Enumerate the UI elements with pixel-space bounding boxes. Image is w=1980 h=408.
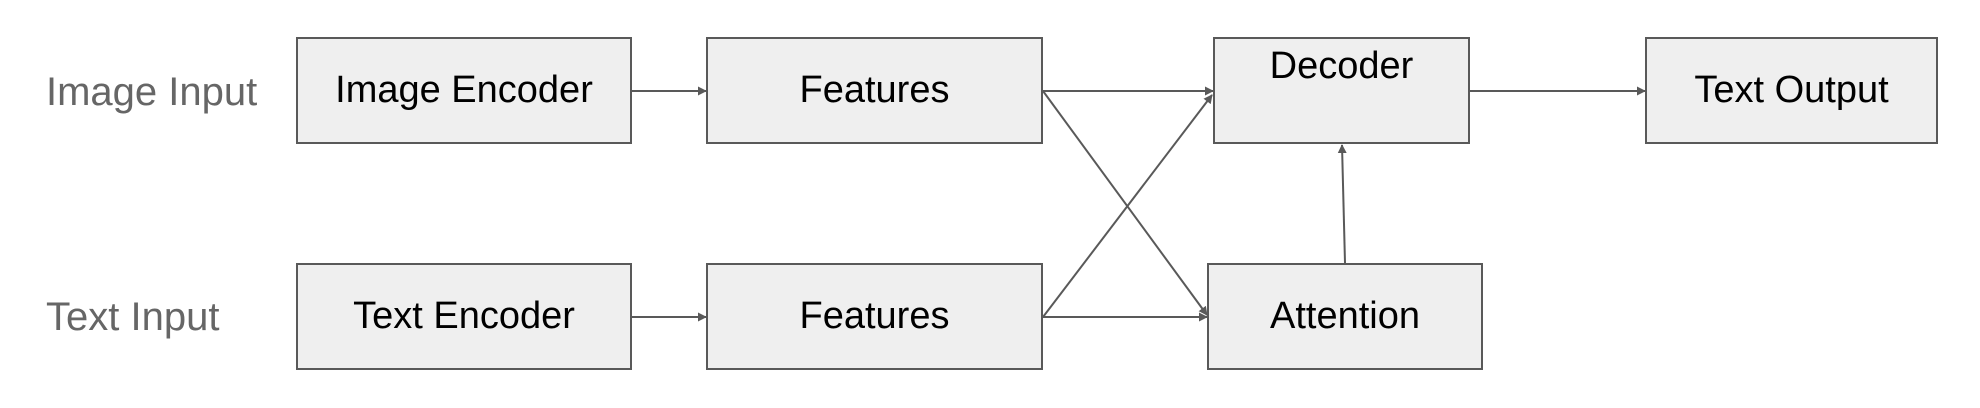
edge-text-features-to-decoder [1042,94,1213,318]
image-encoder-node: Image Encoder [296,37,632,144]
image-features-node: Features [706,37,1043,144]
text-features-node: Features [706,263,1043,370]
text-encoder-label: Text Encoder [353,295,575,337]
decoder-label: Decoder [1269,45,1414,87]
edge-attention-to-decoder [1337,144,1347,264]
text-encoder-node: Text Encoder [296,263,632,370]
text-features-label: Features [799,295,950,337]
image-encoder-label: Image Encoder [335,69,593,111]
attention-node: Attention [1207,263,1483,370]
attention-label: Attention [1270,295,1420,337]
text-output-label: Text Output [1694,69,1889,111]
row-label-image-input: Image Input [46,70,258,114]
text-output-node: Text Output [1645,37,1938,144]
decoder-node: Decoder [1213,37,1470,144]
row-label-text-input: Text Input [46,295,220,339]
edge-image-features-to-attention [1042,90,1208,316]
image-features-label: Features [799,69,950,111]
